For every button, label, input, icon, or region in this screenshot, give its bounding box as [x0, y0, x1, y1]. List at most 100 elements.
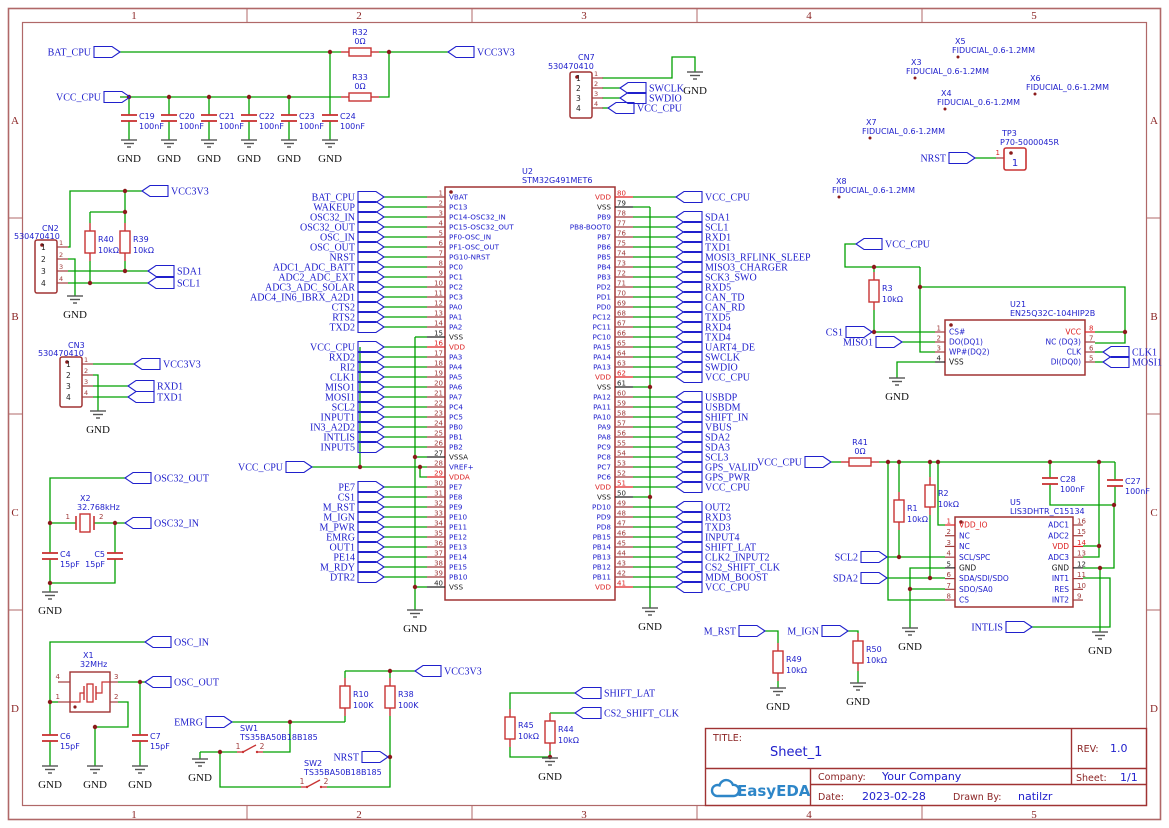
net-flag-DTR2[interactable]: DTR2: [330, 570, 385, 584]
net-flag-UART4_DE[interactable]: UART4_DE: [675, 340, 755, 354]
net-flag-CAN_RD[interactable]: CAN_RD: [675, 300, 745, 314]
net-flag-SDA2[interactable]: SDA2: [833, 571, 888, 585]
net-flag-VCC_CPU[interactable]: VCC_CPU: [310, 340, 385, 354]
net-flag-OSC_IN[interactable]: OSC_IN: [144, 635, 209, 649]
net-flag-OSC32_IN[interactable]: OSC32_IN: [124, 516, 199, 530]
net-flag-SWDIO[interactable]: SWDIO: [675, 360, 738, 374]
gnd-symbol[interactable]: [201, 139, 217, 148]
net-flag-VCC3V3[interactable]: VCC3V3: [133, 357, 201, 371]
gnd-symbol[interactable]: [850, 682, 866, 691]
net-flag-VCC_CPU[interactable]: VCC_CPU: [675, 480, 751, 494]
net-flag-SCL1[interactable]: SCL1: [147, 276, 200, 290]
gnd-symbol[interactable]: [42, 765, 58, 774]
net-flag-MOSI1[interactable]: MOSI1: [325, 390, 385, 404]
net-flag-SWCLK[interactable]: SWCLK: [675, 350, 741, 364]
wire[interactable]: [49, 477, 125, 553]
wire[interactable]: [844, 243, 920, 268]
net-flag-M_IGN[interactable]: M_IGN: [787, 624, 849, 638]
wire[interactable]: [896, 361, 935, 378]
net-flag-VCC_CPU[interactable]: VCC_CPU: [238, 460, 313, 474]
net-flag-MOSI1[interactable]: MOSI1: [1102, 355, 1162, 369]
net-flag-RXD3[interactable]: RXD3: [675, 510, 731, 524]
net-flag-SCL3[interactable]: SCL3: [675, 450, 728, 464]
net-flag-GPS_PWR[interactable]: GPS_PWR: [675, 470, 750, 484]
net-flag-SDA1[interactable]: SDA1: [147, 264, 202, 278]
net-flag-CS2_SHIFT_CLK[interactable]: CS2_SHIFT_CLK: [574, 706, 680, 720]
wire[interactable]: [909, 567, 945, 628]
net-flag-OUT1[interactable]: OUT1: [329, 540, 385, 554]
wire[interactable]: [1083, 462, 1100, 558]
gnd-symbol[interactable]: [161, 139, 177, 148]
net-flag-ADC2_ADC_EXT[interactable]: ADC2_ADC_EXT: [278, 270, 385, 284]
net-flag-TXD2[interactable]: TXD2: [329, 320, 385, 334]
net-flag-ADC4_IN6_IBRX_A2D1[interactable]: ADC4_IN6_IBRX_A2D1: [250, 290, 385, 304]
net-flag-CS2_SHIFT_CLK[interactable]: CS2_SHIFT_CLK: [675, 560, 781, 574]
gnd-symbol[interactable]: [132, 765, 148, 774]
wire[interactable]: [68, 190, 142, 248]
wire[interactable]: [49, 559, 116, 584]
wire[interactable]: [937, 462, 945, 526]
net-flag-SDA1[interactable]: SDA1: [675, 210, 730, 224]
net-flag-PE7[interactable]: PE7: [338, 480, 385, 494]
net-flag-NRST[interactable]: NRST: [920, 151, 976, 165]
net-flag-SHIFT_LAT[interactable]: SHIFT_LAT: [675, 540, 756, 554]
gnd-symbol[interactable]: [67, 295, 83, 304]
net-flag-MOSI3_RFLINK_SLEEP[interactable]: MOSI3_RFLINK_SLEEP: [675, 250, 811, 264]
net-flag-RXD5[interactable]: RXD5: [675, 280, 731, 294]
net-flag-TXD1[interactable]: TXD1: [675, 240, 731, 254]
gnd-symbol[interactable]: [42, 591, 58, 600]
net-flag-INTLIS[interactable]: INTLIS: [971, 620, 1033, 634]
net-flag-MDM_BOOST[interactable]: MDM_BOOST: [675, 570, 768, 584]
net-flag-M_RST[interactable]: M_RST: [323, 500, 385, 514]
net-flag-OSC_IN[interactable]: OSC_IN: [320, 230, 385, 244]
wire[interactable]: [327, 716, 391, 788]
net-flag-GPS_VALID[interactable]: GPS_VALID: [675, 460, 758, 474]
gnd-symbol[interactable]: [90, 410, 106, 419]
net-flag-CAN_TD[interactable]: CAN_TD: [675, 290, 744, 304]
net-flag-IN3_A2D2[interactable]: IN3_A2D2: [310, 420, 385, 434]
wire[interactable]: [1049, 484, 1116, 506]
wire[interactable]: [93, 374, 99, 411]
wire[interactable]: [68, 258, 76, 296]
net-flag-MISO1[interactable]: MISO1: [325, 380, 385, 394]
net-flag-INPUT4[interactable]: INPUT4: [675, 530, 739, 544]
net-flag-OSC32_IN[interactable]: OSC32_IN: [310, 210, 385, 224]
wire[interactable]: [887, 462, 945, 601]
net-flag-INPUT5[interactable]: INPUT5: [321, 440, 385, 454]
net-flag-ADC3_ADC_SOLAR[interactable]: ADC3_ADC_SOLAR: [265, 280, 385, 294]
gnd-symbol[interactable]: [642, 607, 658, 616]
net-flag-VCC_CPU[interactable]: VCC_CPU: [607, 101, 683, 115]
gnd-symbol[interactable]: [87, 765, 103, 774]
net-flag-OSC32_OUT[interactable]: OSC32_OUT: [124, 471, 209, 485]
net-flag-VCC_CPU[interactable]: VCC_CPU: [56, 90, 131, 104]
net-flag-RXD1[interactable]: RXD1: [127, 379, 183, 393]
net-flag-RXD4[interactable]: RXD4: [675, 320, 731, 334]
wire[interactable]: [263, 722, 291, 753]
net-flag-M_RDY[interactable]: M_RDY: [320, 560, 385, 574]
net-flag-TXD1[interactable]: TXD1: [127, 390, 183, 404]
gnd-symbol[interactable]: [1092, 631, 1108, 640]
gnd-symbol[interactable]: [192, 758, 208, 767]
